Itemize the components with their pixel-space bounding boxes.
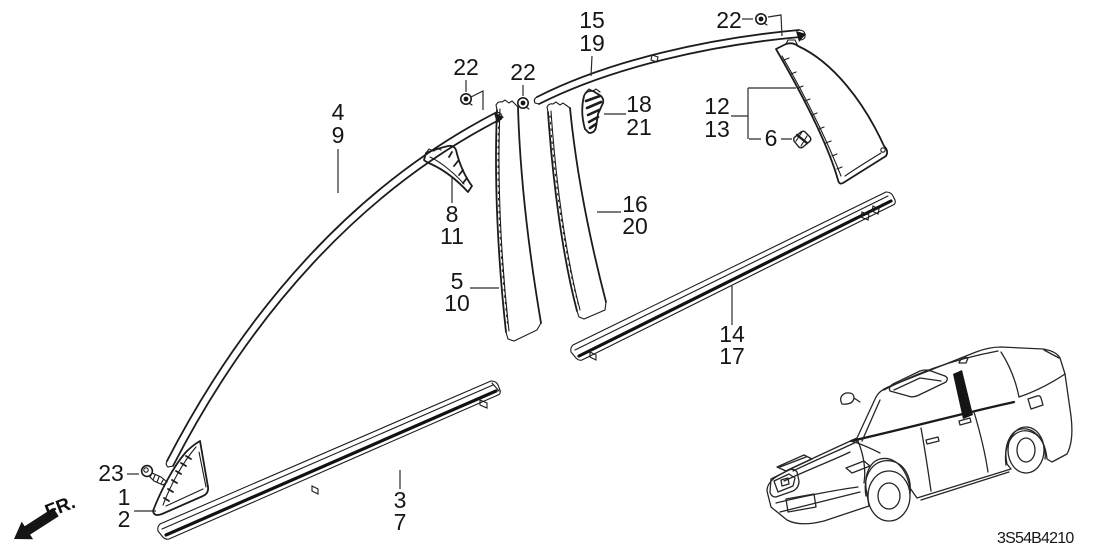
- part-rear-door-corner-piece[interactable]: [581, 88, 605, 134]
- diagram-code: 3S54B4210: [997, 530, 1074, 547]
- leader-lines: [127, 14, 796, 512]
- front-direction-indicator: FR.: [14, 492, 78, 540]
- part-front-door-corner-piece[interactable]: [423, 144, 473, 193]
- part-rear-door-front-pillar-molding[interactable]: [546, 101, 607, 320]
- fr-arrow-icon: [14, 507, 59, 540]
- screw-23-icon[interactable]: [140, 464, 168, 486]
- part-front-beltline-molding[interactable]: [157, 380, 501, 540]
- fr-label: FR.: [42, 492, 78, 523]
- part-front-door-rear-pillar-molding[interactable]: [495, 99, 542, 342]
- car-illustration: [766, 346, 1073, 525]
- part-rear-beltline-molding[interactable]: [570, 191, 896, 361]
- clip-22-icon-c[interactable]: [754, 13, 768, 26]
- part-rear-door-upper-molding[interactable]: [533, 29, 806, 105]
- callout-22-b[interactable]: 22: [510, 59, 536, 85]
- clip-22-icon-b[interactable]: [516, 97, 530, 110]
- callout-6[interactable]: 6: [765, 125, 778, 151]
- clip-22-icon-a[interactable]: [459, 93, 473, 106]
- callout-22-a[interactable]: 22: [453, 54, 479, 80]
- callout-22-c[interactable]: 22: [716, 7, 742, 33]
- grommet-6-icon[interactable]: [792, 130, 812, 149]
- part-quarter-pillar-garnish[interactable]: [775, 39, 889, 185]
- callout-23[interactable]: 23: [98, 460, 124, 486]
